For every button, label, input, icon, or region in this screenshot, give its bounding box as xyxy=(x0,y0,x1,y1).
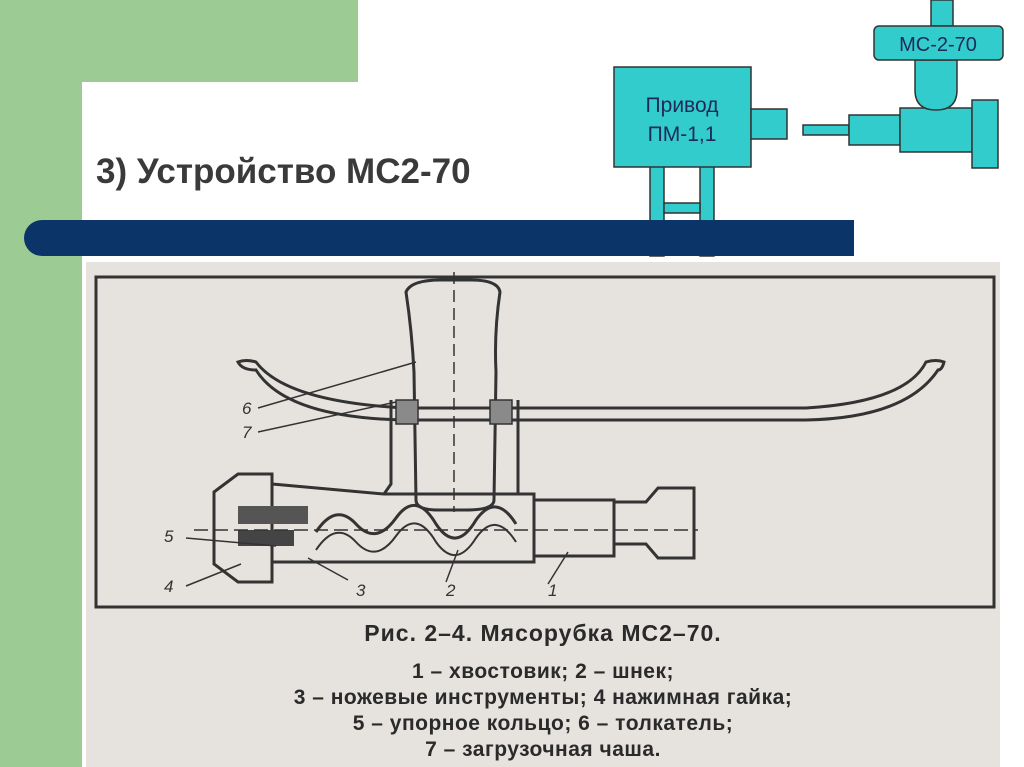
legend-line-4: 7 – загрузочная чаша. xyxy=(425,738,661,761)
callout-7: 7 xyxy=(242,423,252,442)
leader-1 xyxy=(547,551,569,585)
pusher xyxy=(404,278,502,512)
meat-grinder-drawing: 6 7 5 4 3 2 1 xyxy=(94,272,996,609)
meat-grinder-figure: 6 7 5 4 3 2 1 Рис. 2–4. Мясорубка МС2–70… xyxy=(86,262,1000,767)
neck-seal-left xyxy=(395,399,419,425)
legend-line-2: 3 – ножевые инструменты; 4 нажимная гайк… xyxy=(293,686,793,709)
callout-1: 1 xyxy=(548,581,557,600)
leader-4 xyxy=(185,563,242,587)
legend-line-1: 1 – хвостовик; 2 – шнек; xyxy=(412,660,674,683)
callout-3: 3 xyxy=(356,581,366,600)
callout-4: 4 xyxy=(164,577,173,596)
callout-6: 6 xyxy=(242,399,252,418)
figure-frame xyxy=(94,275,996,609)
machine-tail xyxy=(802,124,850,136)
decor-green-strip xyxy=(0,0,82,767)
machine-label-box xyxy=(873,25,1004,61)
drive-leg-brace xyxy=(663,202,701,214)
leader-2 xyxy=(445,549,459,583)
machine-body xyxy=(899,107,973,153)
figure-caption: Рис. 2–4. Мясорубка МС2–70. xyxy=(364,620,722,646)
thrust-ring xyxy=(238,530,294,546)
neck-seal-right xyxy=(489,399,513,425)
leader-3 xyxy=(307,557,349,581)
legend-line-3: 5 – упорное кольцо; 6 – толкатель; xyxy=(352,712,734,735)
pressure-nut xyxy=(212,472,274,584)
leader-6 xyxy=(257,361,417,409)
shank xyxy=(614,486,696,560)
machine-label: МС-2-70 xyxy=(899,34,977,56)
slide-title: 3) Устройство МС2-70 xyxy=(96,152,471,191)
machine-neck xyxy=(848,114,901,146)
loading-bowl xyxy=(235,359,946,422)
auger-thread xyxy=(314,504,518,540)
auger-thread-2 xyxy=(315,522,517,556)
callout-2: 2 xyxy=(445,581,456,600)
machine-end-nut xyxy=(971,99,999,169)
leader-7 xyxy=(257,401,397,433)
drive-output-shaft xyxy=(750,108,788,140)
machine-hopper-neck xyxy=(914,59,958,111)
drive-label-line2: ПМ-1,1 xyxy=(648,123,717,146)
callout-5: 5 xyxy=(164,527,174,546)
shank-collar xyxy=(532,498,616,558)
drive-schematic: Привод ПМ-1,1 МС-2-70 xyxy=(613,0,1004,257)
feed-neck xyxy=(382,400,520,495)
machine-top-pipe xyxy=(930,0,954,27)
drive-box xyxy=(613,66,752,168)
title-underline-bar xyxy=(24,220,854,256)
leader-5 xyxy=(185,537,277,547)
knife-set xyxy=(238,506,308,524)
drive-label-line1: Привод xyxy=(646,94,719,117)
